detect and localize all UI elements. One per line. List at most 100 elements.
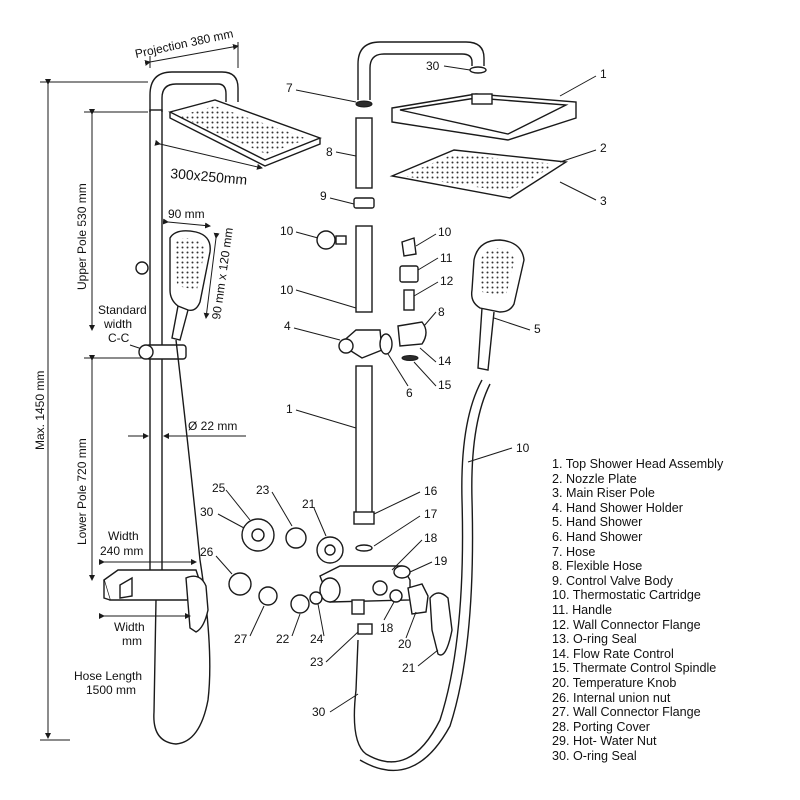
legend-item: 28. Porting Cover	[552, 719, 651, 734]
flange-22	[290, 594, 310, 614]
upper-pole-8	[355, 117, 373, 189]
flange-30-hole	[251, 528, 265, 542]
callout-9: 9	[320, 189, 327, 203]
mid-pole	[355, 225, 373, 313]
legend-item: 10. Thermostatic Cartridge	[552, 588, 701, 603]
legend-item: 7. Hose	[552, 544, 596, 559]
callout-6: 6	[406, 386, 413, 400]
holder-knob	[138, 344, 154, 360]
callout-1a: 1	[600, 67, 607, 81]
legend-item: 1. Top Shower Head Assembly	[552, 457, 724, 471]
holder-ring-6	[379, 333, 393, 355]
callout-25: 25	[212, 481, 226, 495]
assembled-handle	[185, 575, 209, 633]
upper-pole-dimension: Upper Pole 530 mm	[75, 109, 148, 331]
callout-22: 22	[276, 632, 290, 646]
callout-10d: 10	[516, 441, 530, 455]
callout-20: 20	[398, 637, 412, 651]
hand-shower-5-dots	[480, 248, 514, 296]
hand-shower-grip	[171, 305, 189, 341]
callout-30b: 30	[200, 505, 214, 519]
callout-2: 2	[600, 141, 607, 155]
legend-item: 6. Hand Shower	[552, 529, 643, 544]
callout-27: 27	[234, 632, 248, 646]
exploded-arm	[357, 41, 485, 100]
callout-23b: 23	[310, 655, 324, 669]
callout-30c: 30	[312, 705, 326, 719]
head-size-dimension: 300x250mm	[154, 139, 263, 188]
legend-item: 20. Temperature Knob	[552, 675, 677, 690]
legend-item: 27. Wall Connector Flange	[552, 705, 701, 720]
hand-shower-5-grip	[477, 307, 495, 371]
callout-5: 5	[534, 322, 541, 336]
legend-item: 2. Nozzle Plate	[552, 471, 637, 486]
lower-pole-dimension: Lower Pole 720 mm	[75, 355, 150, 581]
seal-7	[355, 100, 373, 108]
hand-shower-nozzles	[176, 238, 205, 290]
callout-11: 11	[440, 251, 453, 265]
handle-21	[429, 592, 453, 656]
lower-pole-label: Lower Pole 720 mm	[75, 438, 89, 545]
assembled-valve-body	[103, 569, 201, 601]
nut-23	[285, 527, 307, 549]
part-8-nut	[397, 321, 427, 347]
callout-7: 7	[286, 81, 293, 95]
callout-21a: 21	[302, 497, 316, 511]
shower-arm	[149, 71, 239, 112]
head-edge	[169, 112, 321, 167]
callout-26: 26	[200, 545, 214, 559]
hand-size-label: 90 mm x 120 mm	[209, 227, 236, 321]
holder-4-knob	[338, 338, 354, 354]
head-size-label: 300x250mm	[170, 165, 248, 188]
max-height-label: Max. 1450 mm	[33, 371, 47, 450]
wall-bracket-stem	[335, 235, 347, 245]
head-nozzles	[178, 106, 308, 154]
callout-8a: 8	[326, 145, 333, 159]
callout-10b: 10	[438, 225, 452, 239]
oring-18	[389, 589, 403, 603]
oring-14	[401, 355, 419, 361]
valve-right-connector-19	[393, 565, 411, 579]
callout-16: 16	[424, 484, 438, 498]
riser-connector-16	[353, 511, 375, 525]
legend-item: 26. Internal union nut	[552, 690, 671, 705]
standard-width-line2: width	[103, 317, 132, 331]
callout-4: 4	[284, 319, 291, 333]
callout-numbers: 30 1 7 2 8 3 9 10 10 11 12 10 8 4 5 14 6…	[200, 59, 607, 719]
legend-item: 14. Flow Rate Control	[552, 646, 674, 661]
legend-item: 30. O-ring Seal	[552, 748, 637, 763]
legend-item: 12. Wall Connector Flange	[552, 617, 701, 632]
callout-1b: 1	[286, 402, 293, 416]
valve-outlet	[119, 576, 133, 599]
knob-20	[407, 583, 429, 615]
callout-24: 24	[310, 632, 324, 646]
legend-item: 13. O-ring Seal	[552, 632, 637, 647]
wall-bracket-10	[316, 230, 336, 250]
legend-item: 29. Hot- Water Nut	[552, 734, 657, 749]
legend-item: 15. Thermate Control Spindle	[552, 661, 717, 676]
upper-pole-label: Upper Pole 530 mm	[75, 183, 89, 290]
head-connector	[471, 93, 493, 105]
valve-port	[372, 580, 388, 596]
part-11	[399, 265, 419, 283]
callout-23a: 23	[256, 483, 270, 497]
hose-length-label1: Hose Length	[74, 669, 142, 683]
legend-item: 8. Flexible Hose	[552, 559, 643, 574]
callout-30a: 30	[426, 59, 440, 73]
nut-9	[353, 197, 375, 209]
callout-17: 17	[424, 507, 438, 521]
union-27	[258, 586, 278, 606]
lower-riser-1	[355, 365, 373, 517]
valve-outlet-18	[351, 599, 365, 615]
head-housing-inner	[399, 97, 569, 135]
callout-15: 15	[438, 378, 452, 392]
callout-18a: 18	[424, 531, 438, 545]
standard-width-line3: C-C	[108, 331, 130, 345]
callout-8b: 8	[438, 305, 445, 319]
diameter-label: Ø 22 mm	[188, 419, 237, 433]
valve-width-label3: Width	[114, 620, 145, 634]
projection-dimension: Projection 380 mm	[134, 26, 239, 68]
